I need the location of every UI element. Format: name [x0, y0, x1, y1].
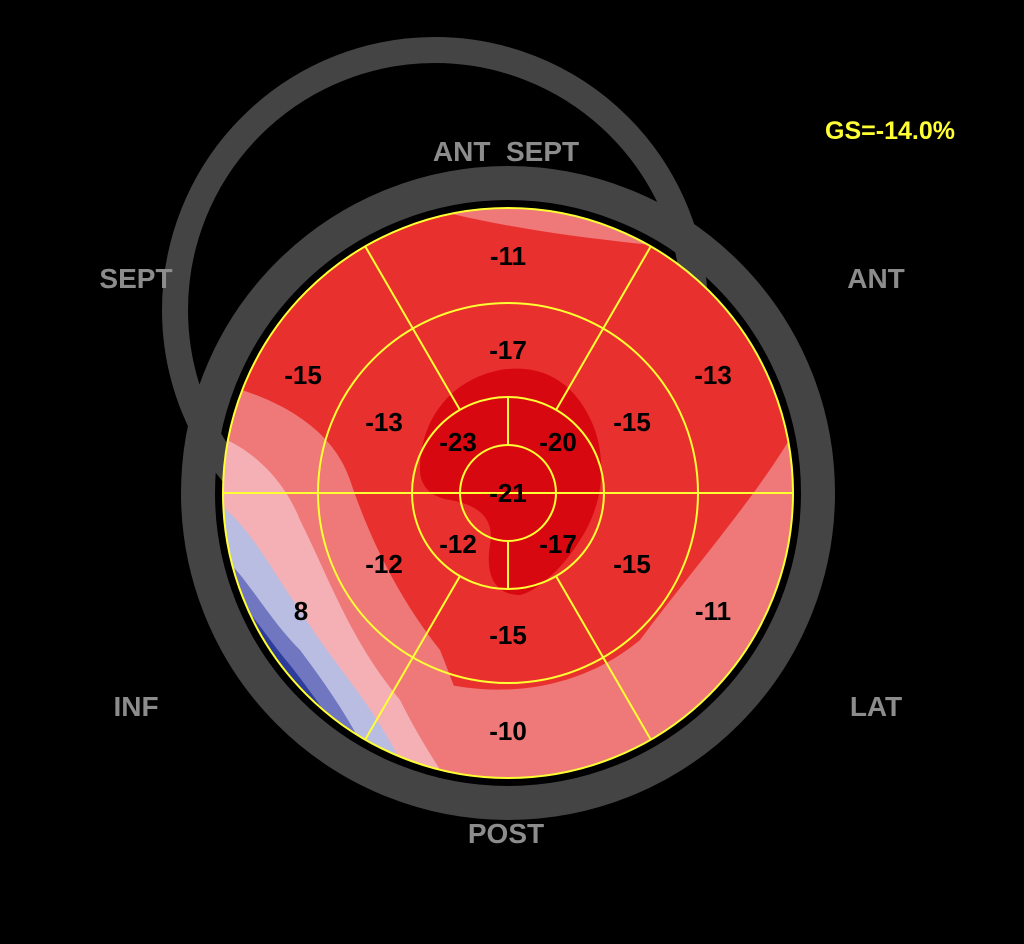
wall-labels: ANT SEPT SEPT ANT INF LAT POST	[99, 136, 904, 849]
value-basal-ant: -13	[694, 360, 732, 390]
label-post: POST	[468, 818, 544, 849]
value-basal-ant-sept: -11	[490, 241, 526, 271]
grid-spoke-upper-right	[555, 245, 652, 411]
segment-values: -11 -13 -11 -10 8 -15 -17 -15 -15 -15 -1…	[284, 241, 732, 746]
segment-grid	[222, 207, 794, 779]
value-mid-lat: -15	[613, 549, 651, 579]
label-sept: SEPT	[99, 263, 172, 294]
label-inf: INF	[113, 691, 158, 722]
value-mid-inf: -12	[365, 549, 403, 579]
global-strain-label: GS=-14.0%	[825, 117, 955, 145]
value-basal-inf: 8	[294, 596, 308, 626]
label-ant: ANT	[847, 263, 905, 294]
value-basal-lat: -11	[695, 596, 731, 626]
outer-ring	[181, 166, 835, 820]
value-mid-ant: -15	[613, 407, 651, 437]
value-apical-ant: -20	[539, 427, 577, 457]
value-mid-ant-sept: -17	[489, 335, 527, 365]
value-mid-sept: -13	[365, 407, 403, 437]
grid-spoke-lower-right	[555, 575, 652, 741]
value-basal-post: -10	[489, 716, 527, 746]
grid-spoke-lower-left	[364, 575, 461, 741]
value-apex: -21	[489, 478, 527, 508]
map-high-apex	[420, 368, 602, 595]
grid-spoke-upper-left	[364, 245, 461, 411]
value-mid-post: -15	[489, 620, 527, 650]
label-lat: LAT	[850, 691, 902, 722]
value-basal-sept: -15	[284, 360, 322, 390]
label-ant-sept: ANT SEPT	[433, 136, 579, 167]
value-apical-inf: -12	[439, 529, 477, 559]
value-apical-lat: -17	[539, 529, 577, 559]
value-apical-sept: -23	[439, 427, 477, 457]
